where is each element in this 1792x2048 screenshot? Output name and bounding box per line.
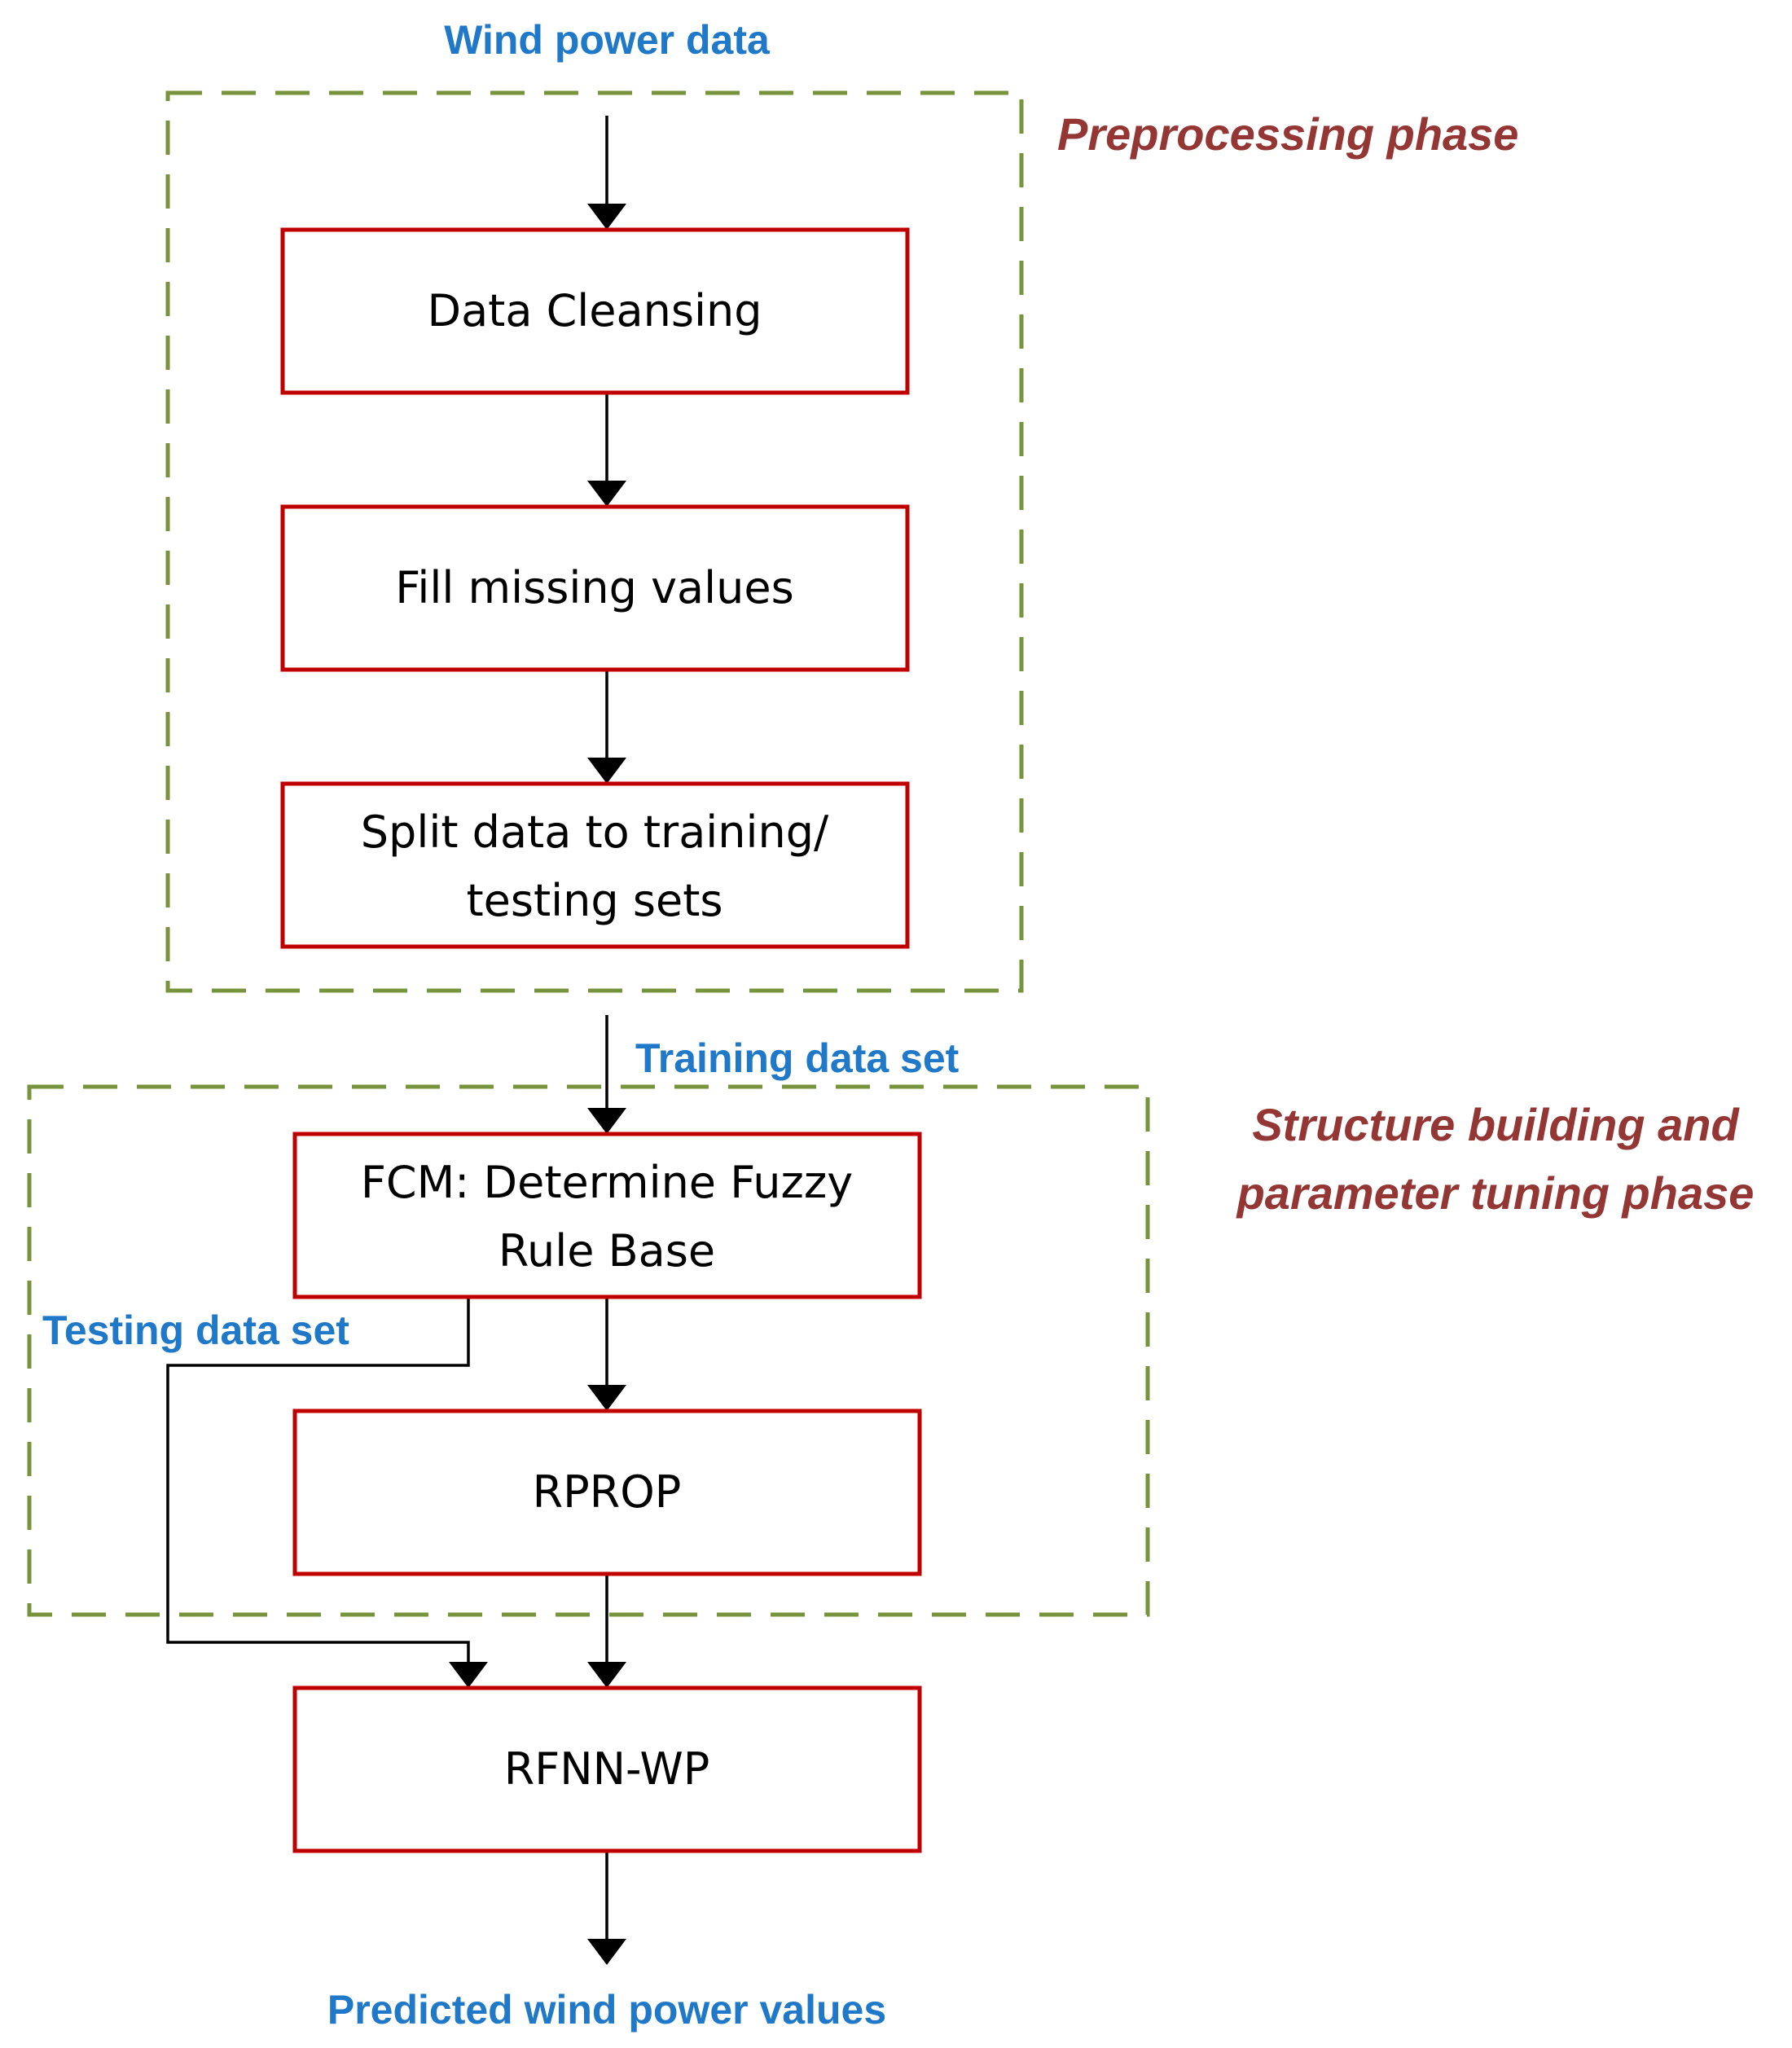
step-rfnn-wp-label: RFNN-WP: [504, 1743, 710, 1795]
step-fill-missing-values-label: Fill missing values: [395, 562, 793, 613]
arrowhead-split: [587, 758, 626, 784]
input-label-wind-power-data: Wind power data: [444, 17, 771, 63]
output-label-predicted-wind-power-values: Predicted wind power values: [327, 1987, 886, 2033]
step-data-cleansing: Data Cleansing: [280, 227, 910, 395]
step-split-data-label-line2: testing sets: [466, 875, 723, 926]
phase-label-preprocessing: Preprocessing phase: [1057, 108, 1518, 160]
arrowhead-rprop: [587, 1385, 626, 1411]
step-fcm-label-line2: Rule Base: [499, 1225, 715, 1277]
arrowhead-testing-data: [449, 1662, 488, 1688]
step-data-cleansing-label: Data Cleansing: [428, 285, 762, 336]
step-rprop-box: [292, 1409, 922, 1576]
step-split-data-box: [280, 781, 910, 949]
step-fcm-box: [292, 1132, 922, 1299]
edges: [166, 116, 626, 1965]
edge-testing-data-to-rfnn: [166, 1297, 470, 1662]
step-fcm-label-line1: FCM: Determine Fuzzy: [361, 1157, 853, 1208]
step-split-data: Split data to training/ testing sets: [280, 781, 910, 949]
arrowhead-cleansing: [587, 204, 626, 230]
step-data-cleansing-box: [280, 227, 910, 395]
step-rfnn-wp: RFNN-WP: [292, 1685, 922, 1853]
flow-label-training-data-set: Training data set: [635, 1035, 960, 1081]
step-rfnn-wp-box: [292, 1685, 922, 1853]
arrowhead-fcm: [587, 1108, 626, 1134]
phase-label-structure-line2: parameter tuning phase: [1236, 1167, 1755, 1219]
structure-phase-box: [27, 1084, 1150, 1617]
preprocessing-phase-box: [165, 90, 1024, 993]
flow-label-testing-data-set: Testing data set: [42, 1307, 349, 1353]
step-rprop: RPROP: [292, 1409, 922, 1576]
step-fill-missing-values: Fill missing values: [280, 504, 910, 672]
step-fcm: FCM: Determine Fuzzy Rule Base: [292, 1132, 922, 1299]
step-rprop-label: RPROP: [533, 1466, 682, 1518]
arrowhead-rfnn: [587, 1662, 626, 1688]
phase-label-structure-line1: Structure building and: [1252, 1099, 1740, 1150]
step-fill-missing-values-box: [280, 504, 910, 672]
step-split-data-label-line1: Split data to training/: [361, 806, 829, 858]
arrowhead-output: [587, 1939, 626, 1965]
arrowhead-fill: [587, 481, 626, 507]
